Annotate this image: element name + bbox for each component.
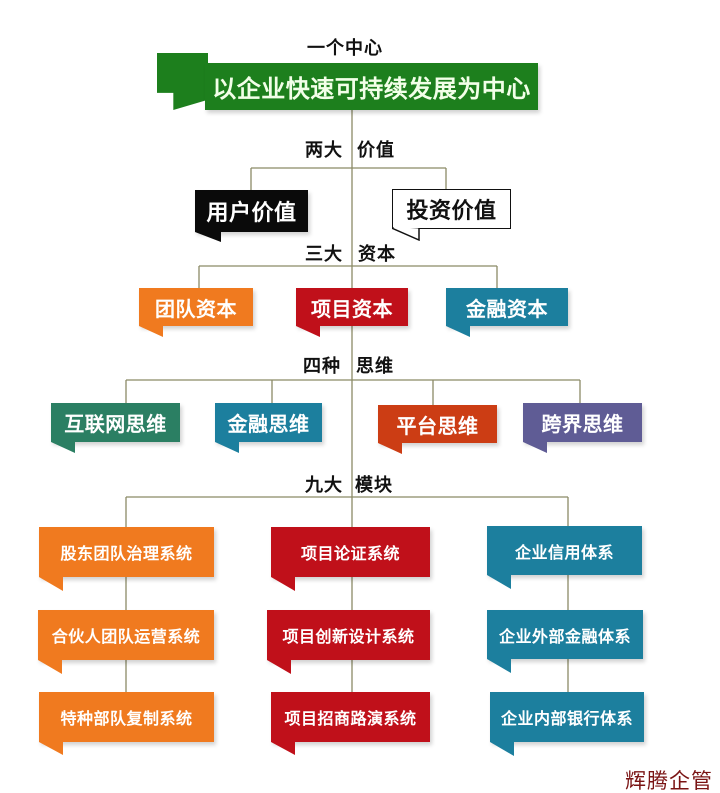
capital-box-project: 项目资本 [296,288,408,326]
callout-tail [195,232,221,242]
module-label: 特种部队复制系统 [60,709,193,728]
watermark: 辉腾企管 [625,769,713,793]
capital-label: 团队资本 [155,296,237,321]
modules-heading-right: 模块 [355,475,393,496]
capitals-heading-right: 资本 [358,244,396,265]
value-label: 用户价值 [206,201,297,226]
thinking-label: 互联网思维 [64,412,167,436]
value-label: 投资价值 [406,199,497,224]
values-heading-left: 两大 [305,140,343,161]
capital-box-finance: 金融资本 [446,288,568,326]
thinking-label: 金融思维 [227,412,310,436]
thinking-label: 跨界思维 [541,412,624,436]
module-label: 企业内部银行体系 [500,709,633,728]
module-label: 项目招商路演系统 [284,709,417,728]
center-banner-label: 以企业快速可持续发展为中心 [212,75,531,103]
module-box: 特种部队复制系统 [39,692,214,742]
module-box: 股东团队治理系统 [39,527,214,577]
module-label: 企业信用体系 [514,542,614,562]
capitals-heading-left: 三大 [305,244,343,265]
thinking-heading-left: 四种 [303,356,341,377]
module-label: 股东团队治理系统 [60,544,193,563]
module-label: 企业外部金融体系 [498,626,631,646]
module-box: 企业内部银行体系 [490,692,644,742]
module-box: 合伙人团队运营系统 [38,610,214,660]
thinking-box-crossover: 跨界思维 [523,403,642,442]
thinking-box-platform: 平台思维 [378,405,497,443]
value-box-user: 用户价值 [195,190,308,232]
callout-tail [139,326,163,337]
callout-tail [378,443,402,454]
module-box: 项目招商路演系统 [271,692,430,742]
center-banner: 以企业快速可持续发展为中心 [205,63,538,110]
capital-label: 项目资本 [311,296,393,321]
module-box: 企业外部金融体系 [487,610,643,659]
module-box: 项目论证系统 [271,527,430,577]
capital-label: 金融资本 [466,296,548,321]
value-box-investment: 投资价值 [392,189,511,229]
module-label: 项目创新设计系统 [282,627,415,646]
center-heading: 一个中心 [307,38,383,59]
thinking-heading-right: 思维 [356,356,394,377]
callout-tail [523,442,547,453]
values-heading-right: 价值 [357,140,395,161]
thinking-label: 平台思维 [396,413,479,438]
callout-tail [446,326,470,337]
thinking-box-finance: 金融思维 [215,403,322,442]
module-box: 项目创新设计系统 [267,610,430,660]
thinking-box-internet: 互联网思维 [51,403,180,442]
capital-box-team: 团队资本 [139,288,253,326]
callout-tail [296,326,320,337]
modules-heading-left: 九大 [305,475,343,496]
module-label: 项目论证系统 [300,544,400,563]
module-box: 企业信用体系 [487,526,642,575]
callout-tail [51,442,75,453]
callout-tail-outline [392,227,420,241]
module-label: 合伙人团队运营系统 [51,627,201,646]
callout-tail [215,442,239,453]
